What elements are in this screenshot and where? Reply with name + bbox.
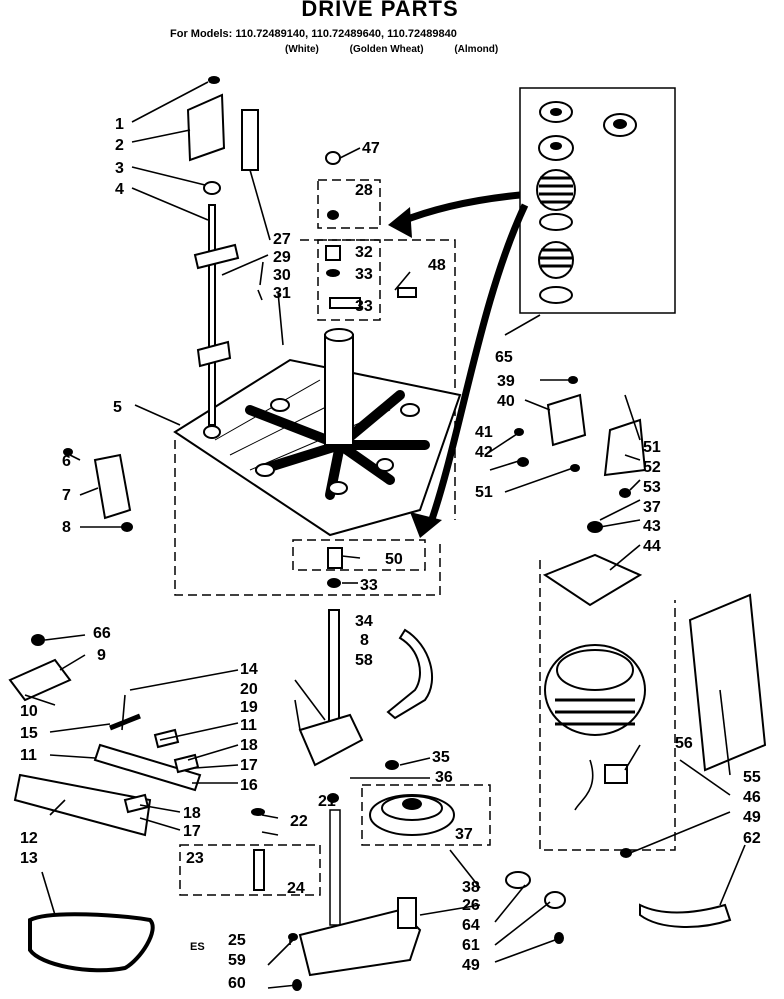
label-39: 39 xyxy=(497,373,515,390)
motor-shield-part xyxy=(688,593,767,772)
right-bracket-parts xyxy=(514,376,647,477)
label-22: 22 xyxy=(290,813,308,830)
label-23: 23 xyxy=(186,850,204,867)
label-34: 34 xyxy=(355,613,373,630)
left-shaft-assembly xyxy=(186,76,259,426)
label-46: 46 xyxy=(743,789,761,806)
label-43: 43 xyxy=(643,518,661,535)
label-38: 38 xyxy=(462,879,480,896)
label-51a: 51 xyxy=(475,484,493,501)
label-4: 4 xyxy=(115,181,124,198)
label-36: 36 xyxy=(435,769,453,786)
label-31: 31 xyxy=(273,285,291,302)
label-55: 55 xyxy=(743,769,761,786)
label-20: 20 xyxy=(240,681,258,698)
label-18a: 18 xyxy=(240,737,258,754)
label-16: 16 xyxy=(240,777,258,794)
label-47: 47 xyxy=(362,140,380,157)
color-variants: (White) (Golden Wheat) (Almond) xyxy=(285,44,526,55)
label-65: 65 xyxy=(495,349,513,366)
label-41: 41 xyxy=(475,424,493,441)
label-37a: 37 xyxy=(643,499,661,516)
label-17a: 17 xyxy=(240,757,258,774)
label-14: 14 xyxy=(240,661,258,678)
label-6: 6 xyxy=(62,453,71,470)
label-62: 62 xyxy=(743,830,761,847)
label-48: 48 xyxy=(428,257,446,274)
label-29: 29 xyxy=(273,249,291,266)
label-33b: 33 xyxy=(355,298,373,315)
label-30: 30 xyxy=(273,267,291,284)
label-28: 28 xyxy=(355,182,373,199)
label-8: 8 xyxy=(62,519,71,536)
label-5: 5 xyxy=(113,399,122,416)
label-33c: 33 xyxy=(360,577,378,594)
label-66: 66 xyxy=(93,625,111,642)
color-golden-wheat: (Golden Wheat) xyxy=(349,44,424,55)
lower-right-parts xyxy=(505,848,732,944)
kit-arrows xyxy=(388,191,529,538)
left-clip-parts xyxy=(63,448,133,532)
label-51b: 51 xyxy=(643,439,661,456)
label-25: 25 xyxy=(228,932,246,949)
label-12: 12 xyxy=(20,830,38,847)
label-9: 9 xyxy=(97,647,106,664)
label-33a: 33 xyxy=(355,266,373,283)
label-44: 44 xyxy=(643,538,661,555)
label-3: 3 xyxy=(115,160,124,177)
label-8b: 8 xyxy=(360,632,369,649)
label-11b: 11 xyxy=(20,747,37,764)
label-42: 42 xyxy=(475,444,493,461)
seal-kit-parts xyxy=(536,101,637,304)
label-35: 35 xyxy=(432,749,450,766)
label-56: 56 xyxy=(675,735,693,752)
label-59: 59 xyxy=(228,952,246,969)
motor-assembly xyxy=(542,488,646,811)
label-24: 24 xyxy=(287,880,305,897)
label-2: 2 xyxy=(115,137,124,154)
label-60: 60 xyxy=(228,975,246,992)
label-53: 53 xyxy=(643,479,661,496)
label-61: 61 xyxy=(462,937,480,954)
lever-assembly xyxy=(8,634,202,837)
label-52: 52 xyxy=(643,459,661,476)
coupling-parts xyxy=(251,808,265,891)
label-7: 7 xyxy=(62,487,71,504)
group-boxes xyxy=(174,87,676,896)
label-32: 32 xyxy=(355,244,373,261)
label-1: 1 xyxy=(115,116,124,133)
label-58: 58 xyxy=(355,652,373,669)
upper-small-parts xyxy=(257,151,417,309)
label-49b: 49 xyxy=(743,809,761,826)
label-11a: 11 xyxy=(240,717,257,734)
label-27: 27 xyxy=(273,231,291,248)
label-10: 10 xyxy=(20,703,38,720)
label-17b: 17 xyxy=(183,823,201,840)
label-15: 15 xyxy=(20,725,38,742)
base-plate-part xyxy=(173,328,462,537)
label-es: ES xyxy=(190,941,205,953)
pulley-part xyxy=(369,760,455,836)
leader-lines xyxy=(24,81,746,989)
transmission-shaft-assembly xyxy=(288,547,422,991)
drive-belt-part xyxy=(28,912,155,973)
label-26: 26 xyxy=(462,897,480,914)
callout-labels: 1 2 3 4 5 6 7 8 27 29 30 31 47 28 32 33 … xyxy=(20,116,761,992)
label-13: 13 xyxy=(20,850,38,867)
label-19: 19 xyxy=(240,699,258,716)
label-21: 21 xyxy=(318,793,336,810)
label-37b: 37 xyxy=(455,826,473,843)
label-40: 40 xyxy=(497,393,515,410)
label-49a: 49 xyxy=(462,957,480,974)
color-white: (White) xyxy=(285,44,319,55)
cam-bar-part xyxy=(386,628,434,720)
label-64: 64 xyxy=(462,917,480,934)
diagram-title: DRIVE PARTS xyxy=(301,0,459,21)
models-line: For Models: 110.72489140, 110.72489640, … xyxy=(170,28,457,40)
color-almond: (Almond) xyxy=(454,44,499,55)
label-50: 50 xyxy=(385,551,403,568)
label-18b: 18 xyxy=(183,805,201,822)
